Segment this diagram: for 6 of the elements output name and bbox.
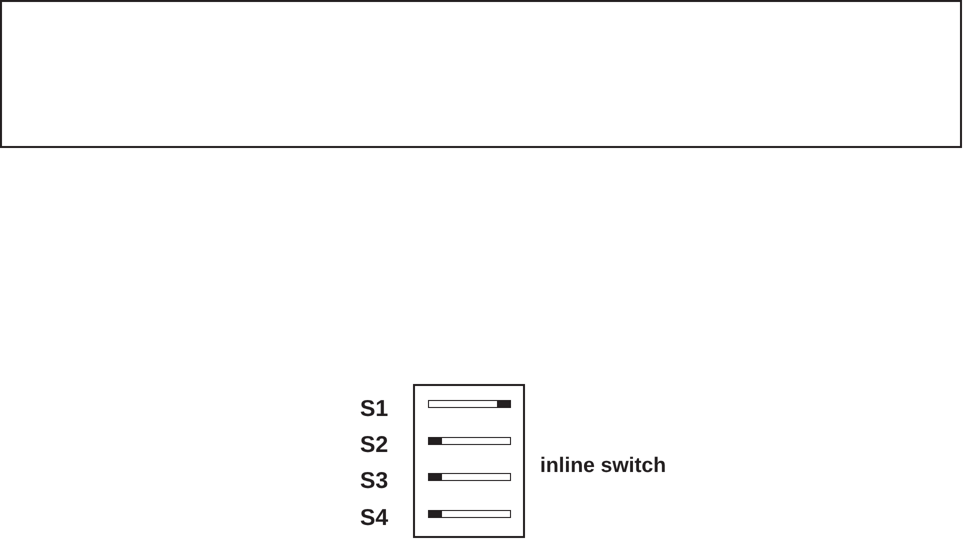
switch-label: S4 <box>360 505 388 529</box>
switch-label: S2 <box>360 432 388 456</box>
component-label: inline switch <box>540 454 666 478</box>
switch-label: S3 <box>360 468 388 492</box>
empty-box <box>0 0 962 148</box>
switch-label: S1 <box>360 396 388 420</box>
